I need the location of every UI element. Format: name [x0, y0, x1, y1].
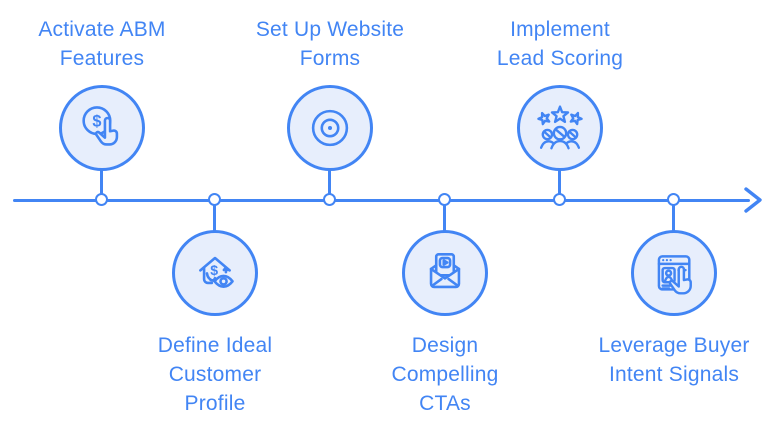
label-line: Forms — [299, 47, 361, 70]
timeline-node-3 — [323, 193, 336, 206]
milestone-6-bubble — [631, 230, 717, 316]
milestone-3-bubble — [287, 85, 373, 171]
envelope-video-icon — [429, 253, 461, 289]
label-line: Features — [59, 47, 145, 70]
timeline-node-6 — [667, 193, 680, 206]
milestone-6-connector — [672, 205, 675, 231]
milestone-2-connector — [213, 205, 216, 231]
milestone-5-bubble — [517, 85, 603, 171]
milestone-1-connector — [100, 170, 103, 195]
stars-people-icon — [537, 105, 583, 150]
timeline-node-4 — [438, 193, 451, 206]
house-value-eye-icon: $ — [199, 256, 234, 289]
milestone-1-bubble: $ — [59, 85, 145, 171]
milestone-4-label: Design Compelling CTAs — [345, 331, 545, 418]
label-line: Define Ideal — [157, 334, 273, 357]
milestone-4-bubble — [402, 230, 488, 316]
browser-profile-tap-icon — [657, 255, 692, 295]
milestone-4-connector — [443, 205, 446, 231]
label-line: Profile — [184, 392, 246, 415]
timeline-node-2 — [208, 193, 221, 206]
milestone-5-label: Implement Lead Scoring — [460, 15, 660, 73]
milestone-3-connector — [328, 170, 331, 195]
target-icon — [311, 109, 349, 147]
label-line: Design — [411, 334, 479, 357]
milestone-3-label: Set Up Website Forms — [230, 15, 430, 73]
milestone-2-bubble: $ — [172, 230, 258, 316]
label-line: Implement — [510, 18, 610, 41]
label-line: Customer — [168, 363, 262, 386]
label-line: Lead Scoring — [496, 47, 624, 70]
timeline-node-1 — [95, 193, 108, 206]
timeline-node-5 — [553, 193, 566, 206]
svg-text:$: $ — [92, 112, 101, 130]
label-line: CTAs — [419, 392, 471, 415]
label-line: Compelling — [391, 363, 499, 386]
timeline-axis — [13, 199, 750, 202]
timeline-arrowhead-icon — [744, 187, 762, 213]
label-line: Set Up Website — [255, 18, 405, 41]
label-line: Leverage Buyer — [598, 334, 750, 357]
milestone-1-label: Activate ABM Features — [2, 15, 202, 73]
label-line: Activate ABM — [38, 18, 166, 41]
milestone-6-label: Leverage Buyer Intent Signals — [574, 331, 774, 389]
milestone-2-label: Define Ideal Customer Profile — [115, 331, 315, 418]
milestone-5-connector — [558, 170, 561, 195]
svg-text:$: $ — [210, 262, 218, 278]
label-line: Intent Signals — [608, 363, 740, 386]
tap-dollar-icon: $ — [82, 106, 119, 146]
